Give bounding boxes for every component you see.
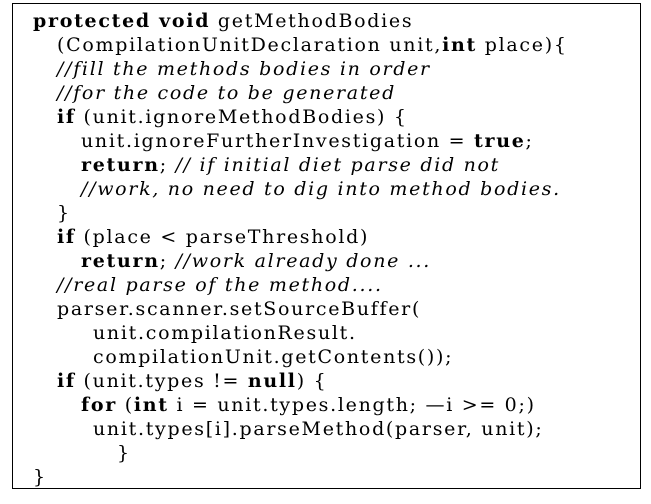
code-line: //real parse of the method.... bbox=[57, 273, 383, 297]
code-keyword: int bbox=[133, 394, 169, 416]
code-keyword: true bbox=[474, 130, 526, 152]
code-comment: // if initial diet parse did not bbox=[175, 154, 501, 176]
code-comment: //work already done ... bbox=[175, 250, 432, 272]
code-line: unit.types[i].parseMethod(parser, unit); bbox=[93, 417, 544, 441]
code-line: } bbox=[117, 441, 131, 465]
code-line: unit.compilationResult. bbox=[93, 321, 357, 345]
code-text: unit.compilationResult. bbox=[93, 322, 357, 344]
code-text: getMethodBodies bbox=[210, 10, 414, 32]
code-comment: //for the code to be generated bbox=[57, 82, 396, 104]
code-line: if (place < parseThreshold) bbox=[57, 225, 369, 249]
code-keyword: if bbox=[57, 106, 76, 128]
code-line: compilationUnit.getContents()); bbox=[93, 345, 453, 369]
code-line: } bbox=[33, 465, 47, 489]
code-keyword: protected void bbox=[33, 10, 211, 32]
code-line: return; //work already done ... bbox=[81, 249, 431, 273]
code-keyword: if bbox=[57, 370, 76, 392]
code-line: (CompilationUnitDeclaration unit,int pla… bbox=[57, 33, 568, 57]
code-text: } bbox=[57, 202, 71, 224]
code-text: } bbox=[33, 466, 47, 488]
code-keyword: if bbox=[57, 226, 76, 248]
code-line: //work, no need to dig into method bodie… bbox=[81, 177, 561, 201]
code-line: for (int i = unit.types.length; —i >= 0;… bbox=[81, 393, 536, 417]
code-text: (unit.types != bbox=[75, 370, 248, 392]
code-line: //for the code to be generated bbox=[57, 81, 396, 105]
code-text: ) { bbox=[296, 370, 328, 392]
code-comment: //work, no need to dig into method bodie… bbox=[81, 178, 561, 200]
code-text: unit.ignoreFurtherInvestigation = bbox=[81, 130, 475, 152]
code-text: parser.scanner.setSourceBuffer( bbox=[57, 298, 422, 320]
code-line: if (unit.types != null) { bbox=[57, 369, 327, 393]
code-line: protected void getMethodBodies bbox=[33, 9, 413, 33]
code-text: unit.types[i].parseMethod(parser, unit); bbox=[93, 418, 544, 440]
code-keyword: return bbox=[81, 154, 160, 176]
code-text: i = unit.types.length; —i >= 0;) bbox=[168, 394, 536, 416]
code-text: ( bbox=[116, 394, 134, 416]
code-text: (unit.ignoreMethodBodies) { bbox=[75, 106, 408, 128]
code-listing-frame: protected void getMethodBodies(Compilati… bbox=[12, 3, 641, 489]
code-text: } bbox=[117, 442, 131, 464]
code-text: ; bbox=[159, 250, 176, 272]
code-comment: //real parse of the method.... bbox=[57, 274, 383, 296]
code-keyword: return bbox=[81, 250, 160, 272]
code-line: if (unit.ignoreMethodBodies) { bbox=[57, 105, 408, 129]
code-text: place){ bbox=[477, 34, 568, 56]
code-line: return; // if initial diet parse did not bbox=[81, 153, 500, 177]
code-keyword: null bbox=[247, 370, 297, 392]
code-line: //fill the methods bodies in order bbox=[57, 57, 431, 81]
code-line: parser.scanner.setSourceBuffer( bbox=[57, 297, 421, 321]
code-keyword: for bbox=[81, 394, 117, 416]
code-keyword: int bbox=[442, 34, 478, 56]
code-text: ; bbox=[525, 130, 534, 152]
code-text: compilationUnit.getContents()); bbox=[93, 346, 454, 368]
code-text: ; bbox=[159, 154, 176, 176]
code-text: (CompilationUnitDeclaration unit, bbox=[57, 34, 443, 56]
code-text: (place < parseThreshold) bbox=[75, 226, 370, 248]
code-line: unit.ignoreFurtherInvestigation = true; bbox=[81, 129, 534, 153]
code-line: } bbox=[57, 201, 71, 225]
code-comment: //fill the methods bodies in order bbox=[57, 58, 431, 80]
